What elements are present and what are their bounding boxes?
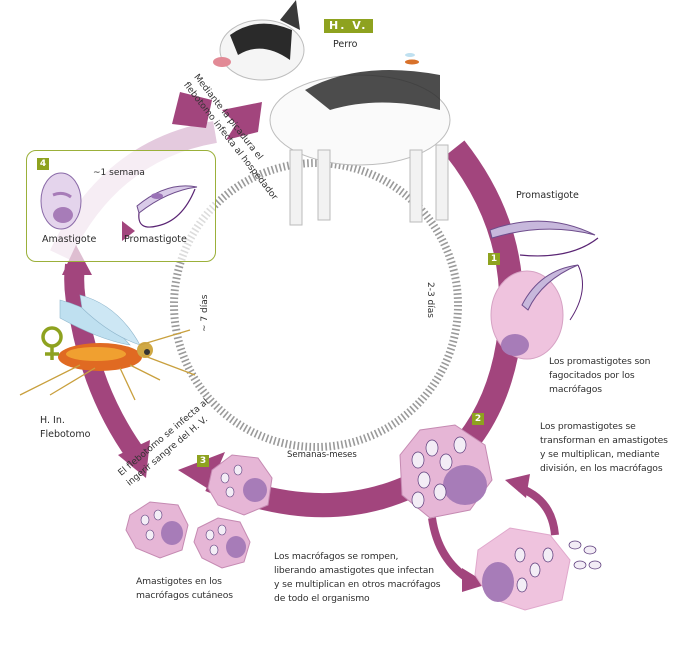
promastigote-shape	[489, 220, 596, 239]
stage3-description: Los macrófagos se rompen, liberando amas…	[274, 551, 441, 604]
stage4-illustration	[40, 172, 198, 241]
sandfly-illustration	[19, 294, 196, 401]
timing-box4: ~1 semana	[93, 168, 145, 178]
timing-left: ~ 7 días	[200, 294, 210, 332]
stage1-description: Los promastigotes son fagocitados por lo…	[549, 356, 651, 395]
host-vertebrate-badge: H. V.	[324, 19, 373, 33]
stage3-macrophages	[125, 454, 273, 569]
stage-4-badge: 4	[37, 158, 49, 170]
stage4-promastigote-label: Promastigote	[124, 234, 187, 245]
dog-illustration	[213, 0, 451, 226]
stage-2-badge: 2	[472, 413, 484, 425]
arrow-head-bite	[222, 102, 262, 140]
stage1-illustration	[489, 220, 599, 360]
small-sandfly-icon	[405, 53, 419, 65]
stage1-promastigote-label: Promastigote	[516, 190, 579, 201]
timing-ring	[170, 159, 462, 451]
host-invertebrate-name: Flebotomo	[40, 429, 91, 440]
arrow-burst-up-head	[505, 474, 530, 498]
host-vertebrate-name: Perro	[333, 39, 358, 50]
stage2-macrophage	[399, 424, 493, 519]
arrow-head-fly	[118, 440, 150, 478]
timing-bottom: Semanas-meses	[287, 450, 357, 460]
arc-left	[64, 263, 149, 466]
stage-1-badge: 1	[488, 253, 500, 265]
stage4-amastigote-label: Amastigote	[42, 234, 97, 245]
host-invertebrate-badge: H. In.	[40, 415, 65, 426]
arrow-head-upper-left	[172, 92, 212, 128]
stage-3-badge: 3	[197, 455, 209, 467]
timing-right: 2-3 días	[425, 282, 435, 318]
stage4-box	[26, 150, 216, 262]
cutaneous-macrophages-label: Amastigotes en los macrófagos cutáneos	[136, 576, 233, 601]
stage2-description: Los promastigotes se transforman en amas…	[540, 421, 668, 474]
burst-macrophage	[474, 527, 602, 611]
arrow-burst-down-head	[462, 568, 488, 592]
female-symbol-icon	[41, 326, 63, 360]
